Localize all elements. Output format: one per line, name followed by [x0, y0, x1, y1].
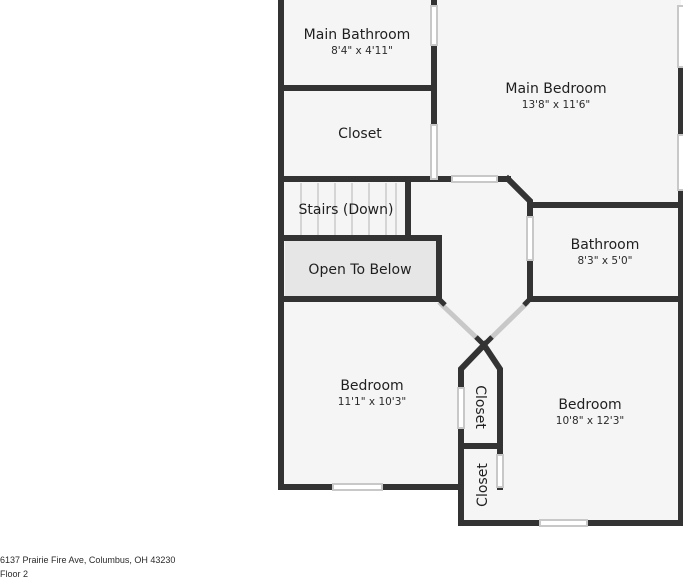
open-to-below-label: Open To Below	[308, 262, 411, 278]
stairs-label: Stairs (Down)	[299, 202, 394, 218]
floor-label: Floor 2	[0, 569, 29, 579]
stair-treads	[300, 183, 397, 236]
address-text: 6137 Prairie Fire Ave, Columbus, OH 4323…	[0, 555, 176, 565]
bedroom-right-dims: 10'8" x 12'3"	[556, 415, 624, 427]
main-bedroom-dims: 13'8" x 11'6"	[522, 99, 590, 111]
closet-mid-label: Closet	[472, 385, 488, 429]
closet-low-label: Closet	[475, 463, 491, 507]
bedroom-right-label: Bedroom	[558, 397, 621, 413]
bathroom-label: Bathroom	[571, 237, 640, 253]
closet-upper-label: Closet	[338, 126, 382, 142]
open-to-below-area	[285, 240, 439, 298]
floor-fills	[281, 0, 681, 523]
windows	[332, 5, 683, 527]
diagonal-jambs	[437, 297, 532, 347]
main-bedroom-label: Main Bedroom	[505, 81, 606, 97]
main-bathroom-dims: 8'4" x 4'11"	[331, 45, 393, 57]
bedroom-left-dims: 11'1" x 10'3"	[338, 396, 406, 408]
bathroom-dims: 8'3" x 5'0"	[577, 255, 632, 267]
walls	[278, 0, 683, 526]
main-bathroom-label: Main Bathroom	[304, 27, 411, 43]
bedroom-left-label: Bedroom	[340, 378, 403, 394]
diagonal-openings	[437, 300, 530, 345]
